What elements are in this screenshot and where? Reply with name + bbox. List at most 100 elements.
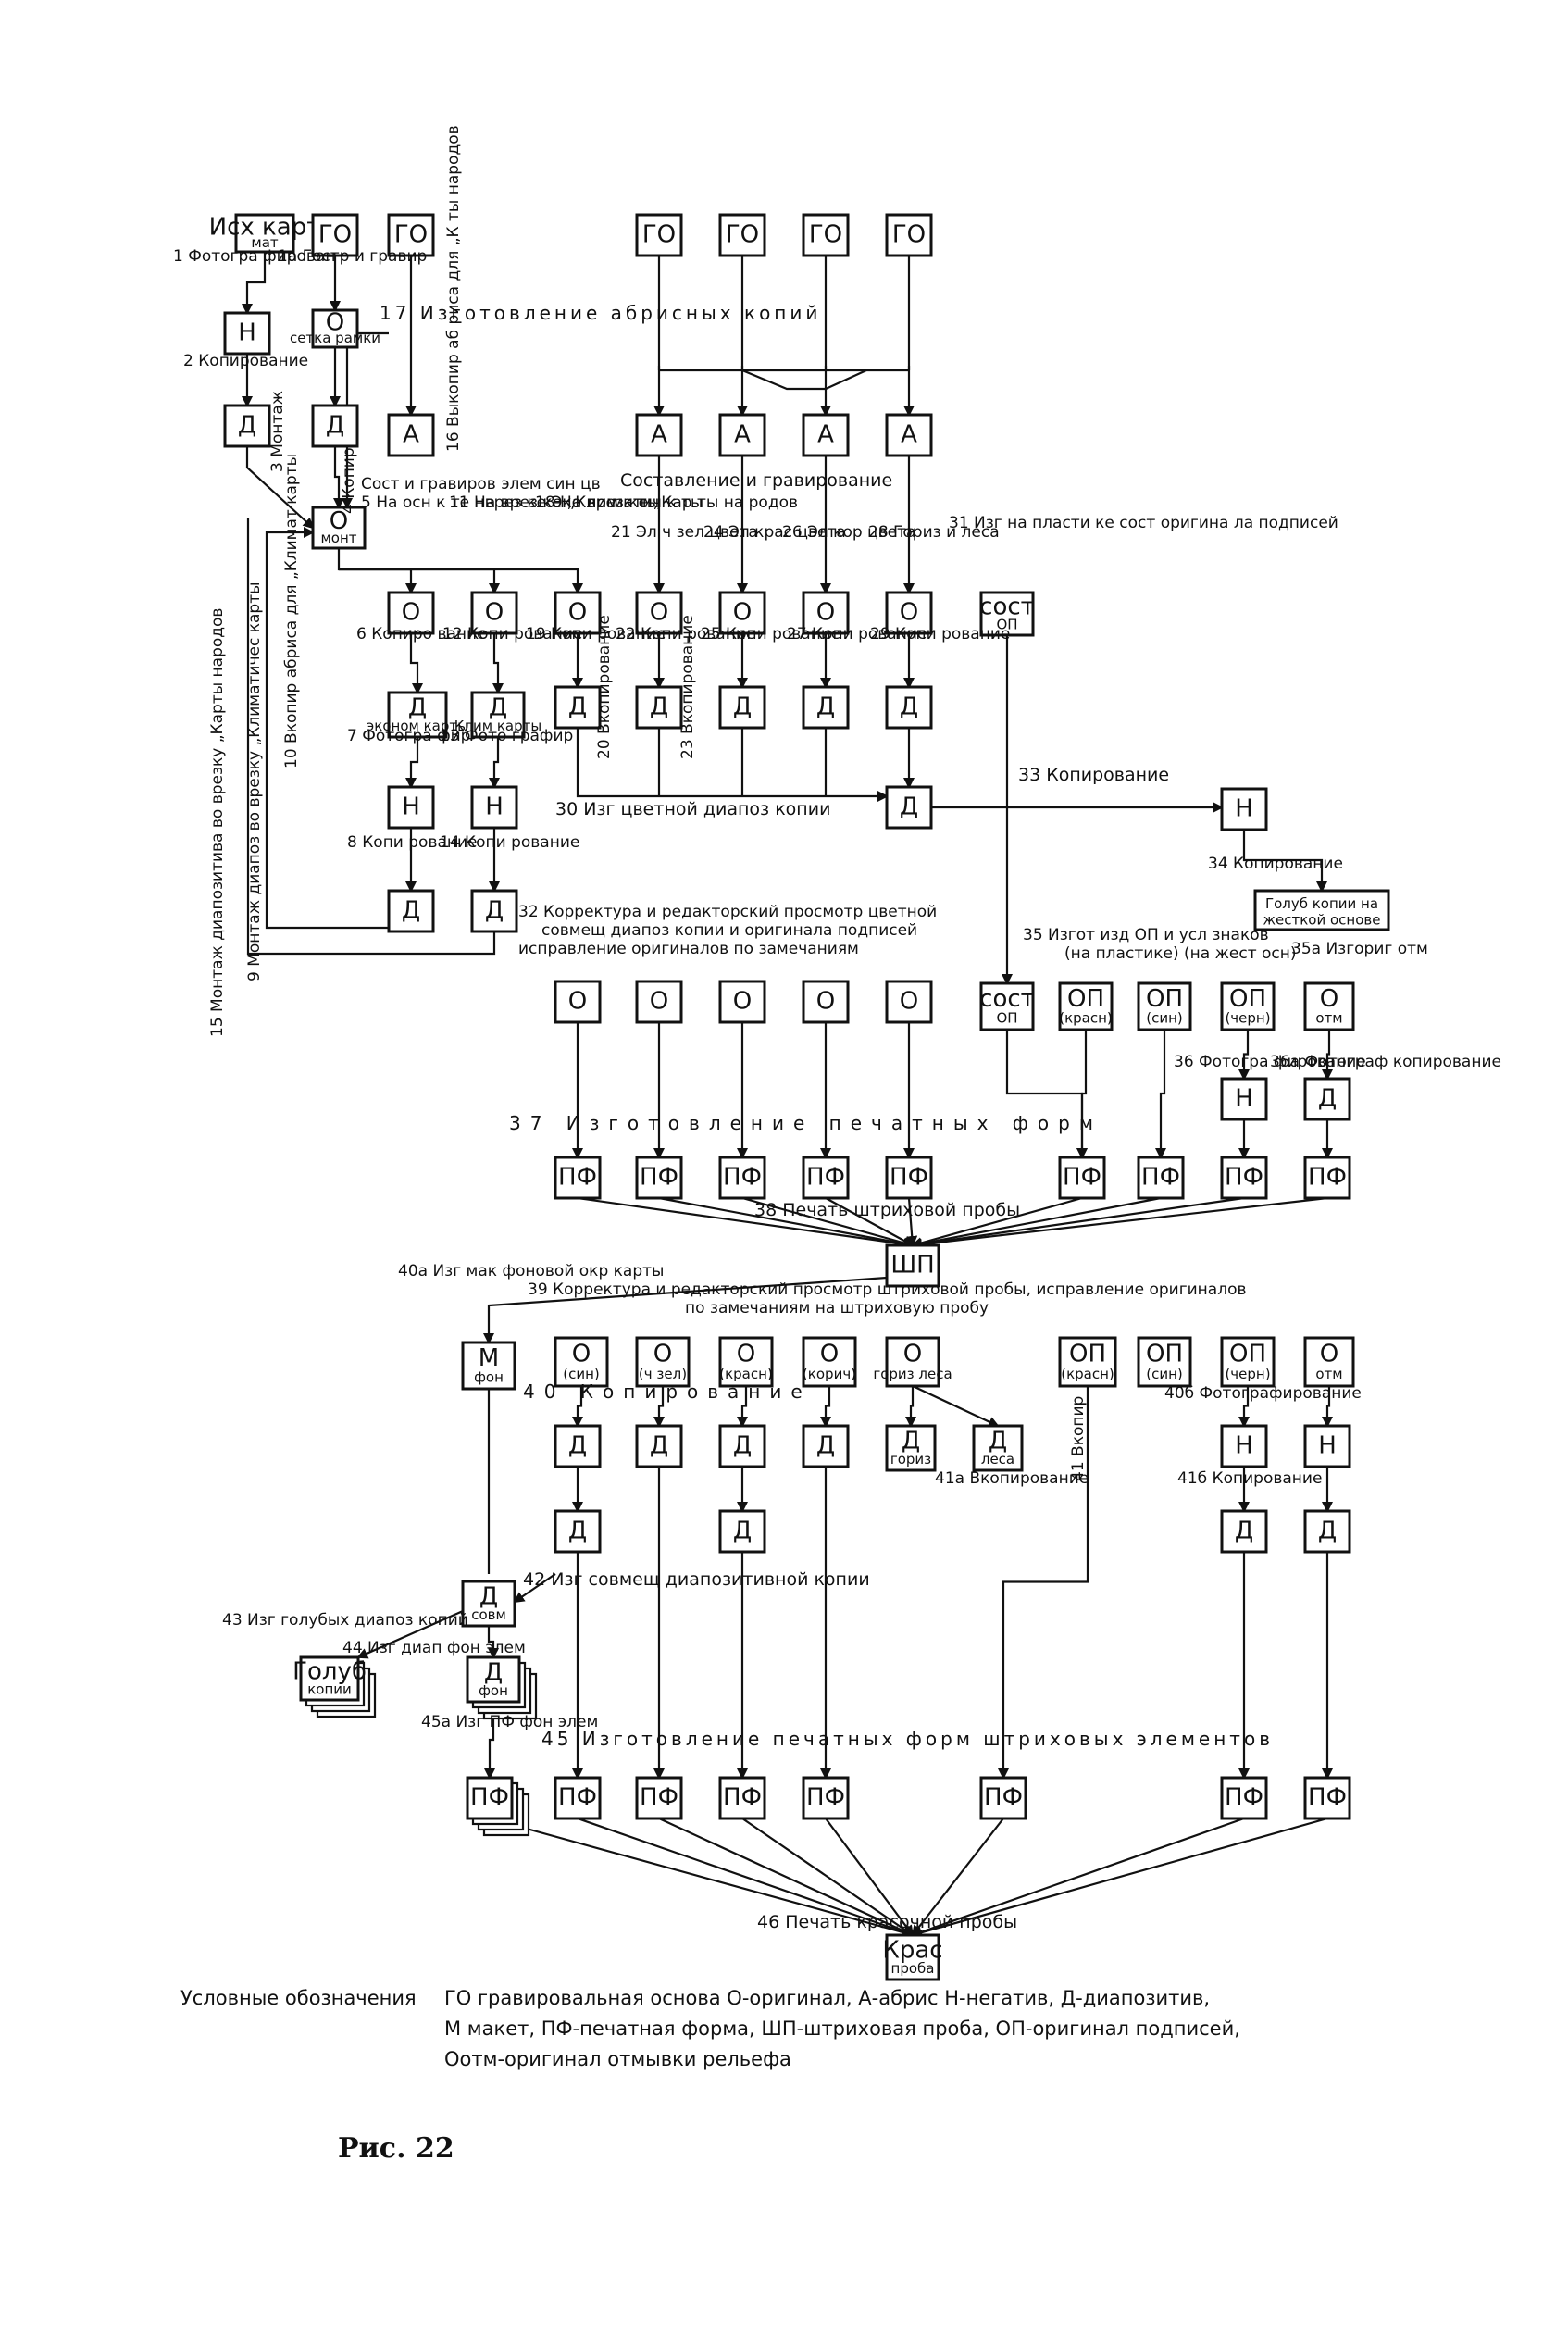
- node-box: [554, 1509, 602, 1554]
- node-box: [461, 1580, 516, 1628]
- node-d25: Д: [718, 685, 766, 730]
- node-box: [311, 506, 367, 550]
- node-o28: О: [885, 591, 933, 635]
- flow-edge: [409, 633, 423, 694]
- node-label: О: [816, 599, 835, 627]
- node-label: А: [403, 421, 419, 449]
- node-op39cher: ОП(черн): [1220, 1336, 1276, 1388]
- node-label: О: [568, 988, 587, 1016]
- node-label: ГО: [642, 221, 676, 249]
- node-label: О: [650, 599, 668, 627]
- flow-edge: [1242, 830, 1327, 893]
- node-label: ОП: [1229, 985, 1266, 1013]
- step-label-s9: 9 Монтаж диапоз во врезку „Климатичес ка…: [245, 581, 264, 981]
- node-box: [885, 1243, 940, 1288]
- node-sublabel: леса: [981, 1451, 1014, 1468]
- node-box: [635, 980, 683, 1024]
- step-label-s42: 42 Изг совмещ диапозитивной копии: [523, 1569, 870, 1590]
- node-box: [802, 1156, 850, 1200]
- node-box: [885, 413, 933, 457]
- node-label: сост: [979, 593, 1035, 621]
- node-box: [234, 213, 295, 254]
- node-box: [1220, 1509, 1268, 1554]
- node-label: ПФ: [1225, 1164, 1263, 1192]
- node-box: [885, 591, 933, 635]
- node-box: [1058, 981, 1114, 1031]
- flow-edge: [487, 1626, 499, 1659]
- node-label: А: [901, 421, 917, 449]
- node-label: Д: [238, 412, 256, 440]
- node-sublabel: отм: [1315, 1010, 1342, 1027]
- node-sublabel: (корич): [803, 1366, 856, 1382]
- node-op39sin: ОП(син): [1137, 1336, 1192, 1388]
- node-label: О: [900, 599, 918, 627]
- step-label-s35l2: (на пластике) (на жест осн): [1064, 944, 1297, 963]
- flow-edge: [906, 1197, 918, 1247]
- node-a2: А: [635, 413, 683, 457]
- node-box: [299, 1655, 360, 1702]
- node-label: ПФ: [640, 1784, 678, 1812]
- node-d36a: Д: [1303, 1077, 1351, 1121]
- node-pf45h: ПФ: [1303, 1776, 1351, 1820]
- node-sublabel: совм: [471, 1606, 506, 1623]
- node-sublabel: Клим карты: [454, 718, 541, 734]
- node-label: О: [653, 1341, 672, 1368]
- node-d27: Д: [802, 685, 850, 730]
- node-box: [1137, 981, 1192, 1031]
- node-label: ГО: [892, 221, 926, 249]
- node-d14: Д: [470, 889, 518, 933]
- node-sublabel: ОП: [996, 616, 1017, 632]
- node-label: ПФ: [806, 1784, 845, 1812]
- node-pf5: ПФ: [885, 1156, 933, 1200]
- node-box: [718, 213, 766, 257]
- flow-edge: [1322, 1030, 1333, 1081]
- node-box: [885, 980, 933, 1024]
- node-a3: А: [718, 413, 766, 457]
- step-label-s7: 7 Фотогра фир: [347, 727, 470, 745]
- node-box: [470, 591, 518, 635]
- node-box: [635, 591, 683, 635]
- node-n40b2: Н: [1303, 1424, 1351, 1468]
- flow-edge: [572, 1386, 583, 1428]
- node-box: [1303, 1509, 1351, 1554]
- node-o18: О: [554, 591, 602, 635]
- step-label-s45a: 45а Изг ПФ фон элем: [421, 1713, 598, 1731]
- node-pf1: ПФ: [554, 1156, 602, 1200]
- node-o32d: О: [802, 980, 850, 1024]
- node-pf45f: ПФ: [979, 1776, 1027, 1820]
- node-box: [718, 980, 766, 1024]
- node-label: Н: [1235, 1085, 1253, 1113]
- step-label-s19: 19 Копи рование: [526, 625, 666, 643]
- node-label: О: [820, 1341, 839, 1368]
- step-label-s38: 38 Печать штриховой пробы: [754, 1200, 1020, 1220]
- flow-edge: [513, 1573, 556, 1604]
- node-d40a: Д: [554, 1424, 602, 1468]
- node-pf8: ПФ: [1220, 1156, 1268, 1200]
- node-sublabel: ОП: [996, 1010, 1017, 1027]
- node-go2: ГО: [387, 213, 435, 257]
- flow-edge: [911, 1196, 1328, 1250]
- node-label: ПФ: [1063, 1164, 1101, 1192]
- flow-edge: [489, 737, 500, 789]
- node-label: ПФ: [984, 1784, 1023, 1812]
- flow-edge: [911, 1196, 1162, 1250]
- flow-edge: [1155, 1030, 1166, 1159]
- node-box: [979, 981, 1035, 1031]
- flow-edge: [484, 1702, 495, 1780]
- node-d41b: Д: [1303, 1509, 1351, 1554]
- node-label: ПФ: [1308, 1784, 1347, 1812]
- node-label: О: [485, 599, 504, 627]
- node-box: [554, 1336, 609, 1388]
- step-label-s46: 46 Печать красочной пробы: [757, 1912, 1017, 1932]
- node-sublabel: гориз: [890, 1451, 931, 1468]
- flow-edge: [911, 1196, 1245, 1250]
- node-label: Д: [989, 1427, 1007, 1455]
- node-sublabel: жесткой основе: [1263, 911, 1381, 928]
- node-box: [1303, 1336, 1355, 1388]
- node-sublabel: отм: [1315, 1366, 1342, 1382]
- legend: Условные обозначения ГО гравировальная о…: [180, 1987, 1240, 2070]
- step-label-s16: 16 Выкопир аб риса для „К ты народов: [444, 125, 463, 452]
- node-box: [1220, 1336, 1276, 1388]
